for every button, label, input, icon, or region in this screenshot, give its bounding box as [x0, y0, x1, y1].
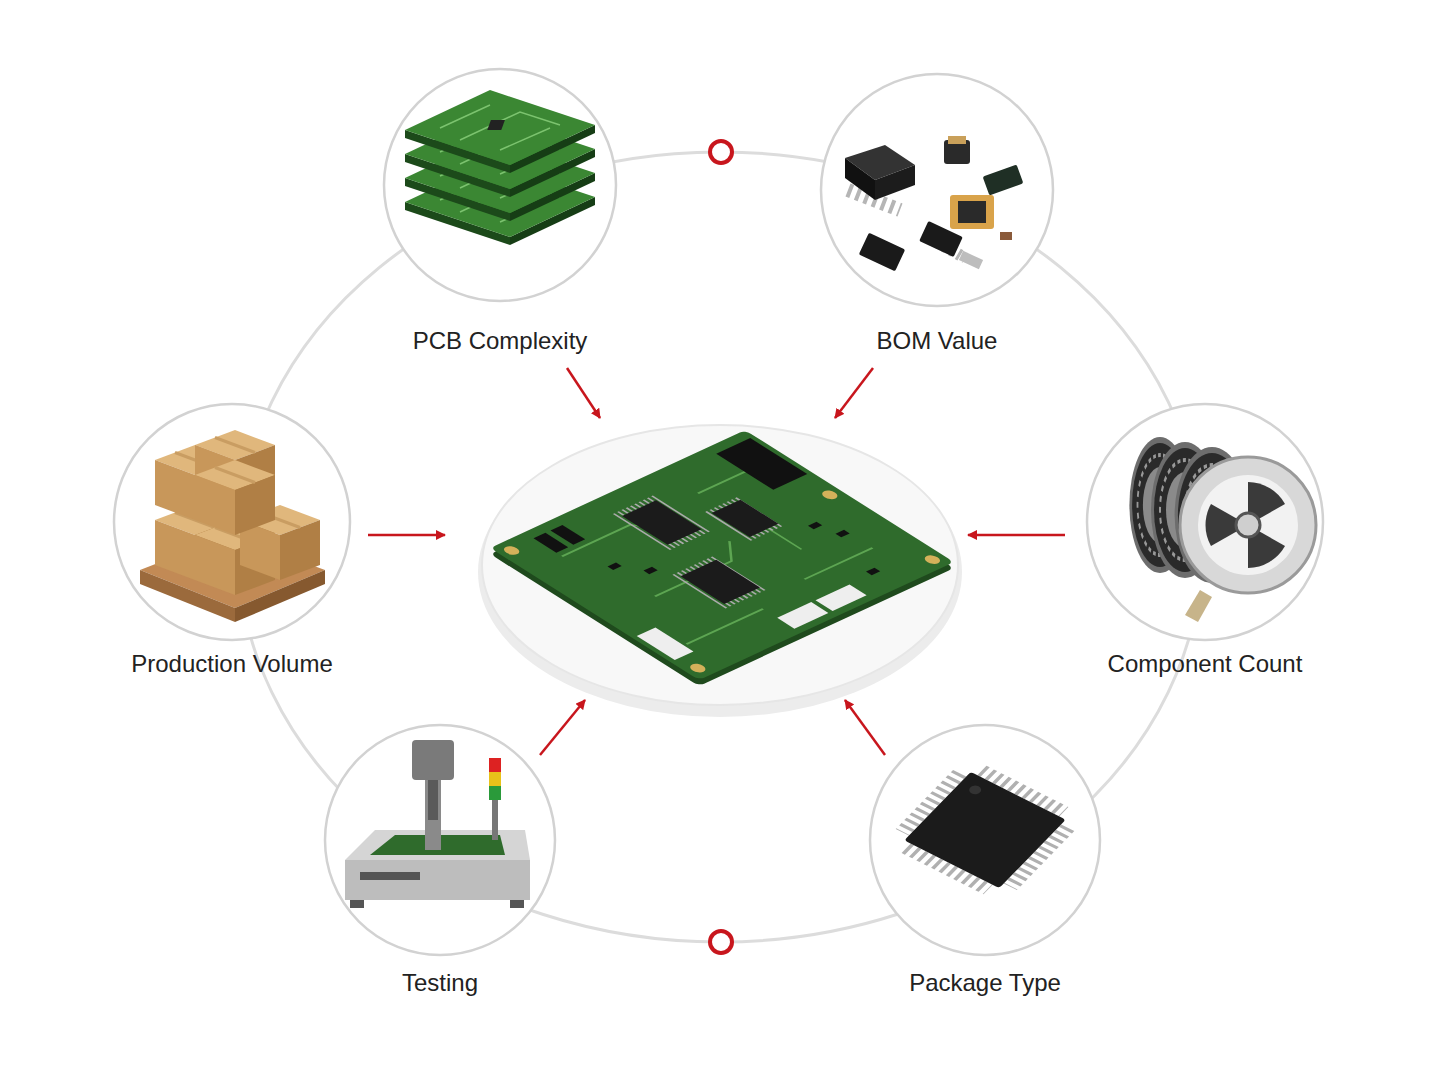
factor-label: Testing: [275, 969, 605, 998]
circle-outline: [114, 404, 350, 640]
factor-circle: [275, 723, 605, 957]
circle-outline: [325, 725, 555, 955]
factor-node: BOM Value: [772, 74, 1102, 355]
factor-node: PCB Complexity: [335, 69, 665, 355]
factor-label: Package Type: [820, 969, 1150, 998]
factor-circle: [820, 723, 1150, 957]
factor-label: BOM Value: [772, 327, 1102, 356]
factor-circle: [1040, 402, 1370, 642]
circle-outline: [384, 69, 616, 301]
factor-circle: [67, 402, 397, 642]
circle-outline: [821, 74, 1053, 306]
circle-outline: [1087, 404, 1323, 640]
factor-node: Testing: [275, 725, 605, 997]
factor-label: Component Count: [1040, 650, 1370, 679]
factor-circle: [335, 67, 665, 303]
circle-outline: [870, 725, 1100, 955]
factor-circle: [772, 72, 1102, 308]
factor-node: Production Volume: [67, 404, 397, 678]
factor-node: Package Type: [820, 725, 1150, 997]
factor-label: Production Volume: [67, 650, 397, 679]
factor-node: Component Count: [1040, 404, 1370, 678]
factor-label: PCB Complexity: [335, 327, 665, 356]
